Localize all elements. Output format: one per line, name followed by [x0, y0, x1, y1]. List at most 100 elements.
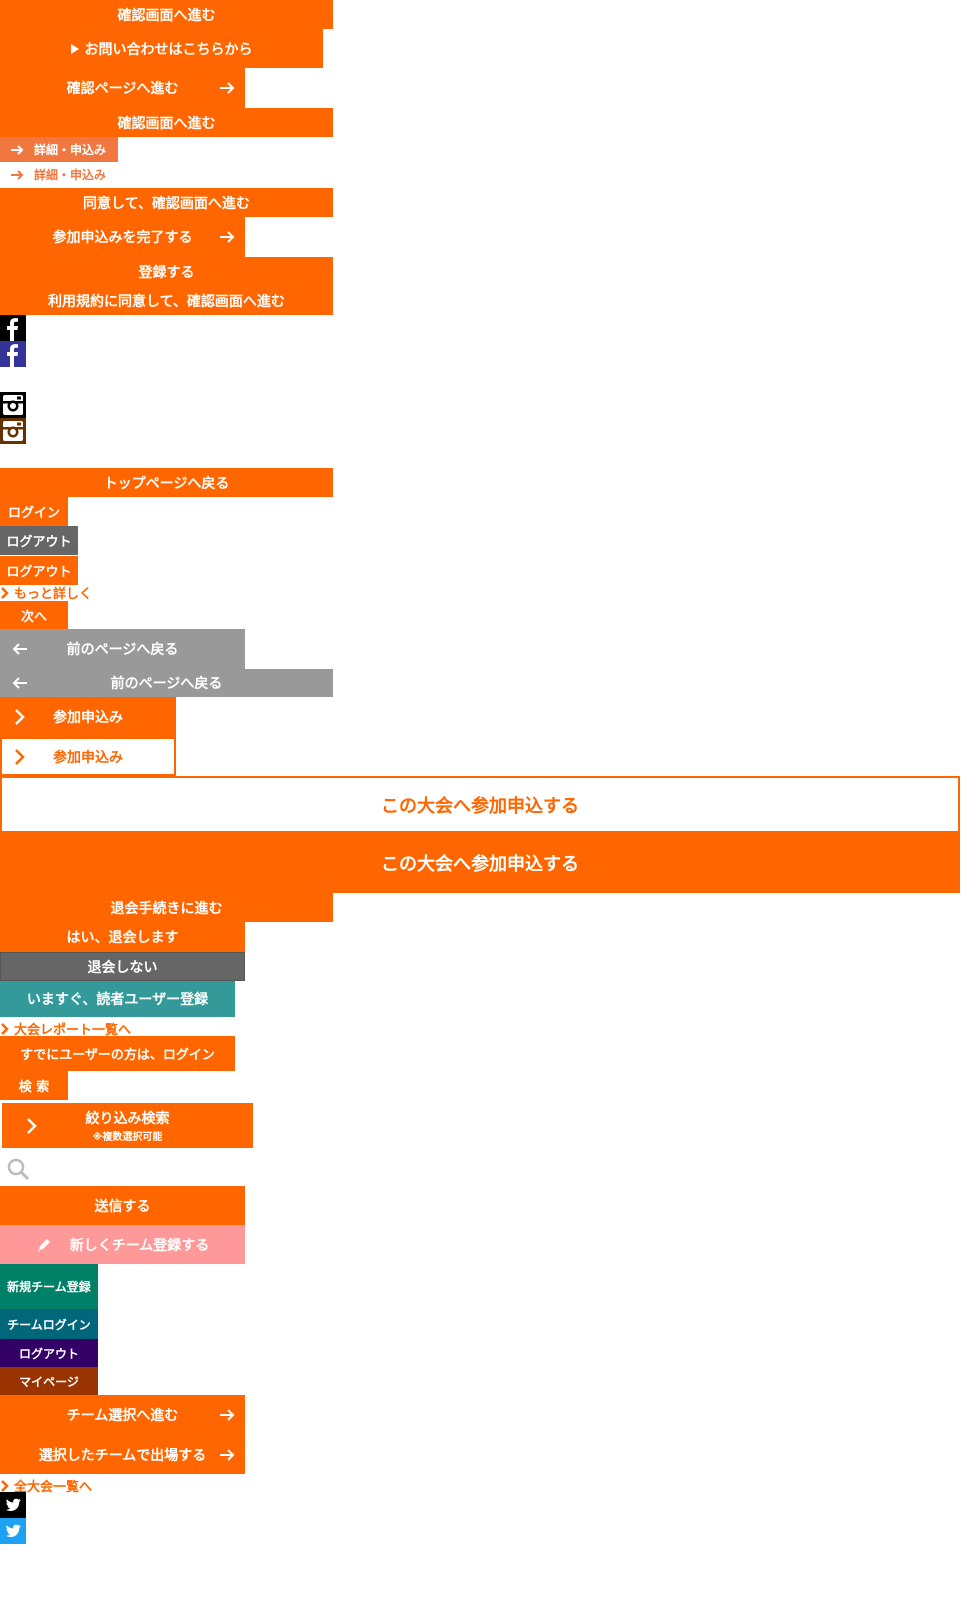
- back-to-top-button[interactable]: トップページへ戻る: [0, 468, 333, 497]
- button-label: はい、退会します: [66, 930, 179, 946]
- arrow-right-icon: [220, 231, 235, 243]
- confirm-screen-button-1[interactable]: 確認画面へ進む: [0, 0, 333, 29]
- button-label: チーム選択へ進む: [66, 1408, 179, 1424]
- register-button[interactable]: 登録する: [0, 257, 333, 286]
- twitter-icon[interactable]: [0, 1518, 26, 1544]
- apply-button-outline[interactable]: 参加申込み: [0, 737, 176, 776]
- mypage-button[interactable]: マイページ: [0, 1367, 98, 1395]
- button-label: 参加申込みを完了する: [52, 230, 193, 246]
- button-label: 確認画面へ進む: [117, 115, 216, 132]
- withdraw-no-button[interactable]: 退会しない: [0, 952, 245, 981]
- button-label: 次へ: [20, 609, 47, 625]
- logout-button-orange[interactable]: ログアウト: [0, 556, 78, 585]
- terms-agree-button[interactable]: 利用規約に同意して、確認画面へ進む: [0, 286, 333, 315]
- login-button[interactable]: ログイン: [0, 497, 68, 526]
- button-label: 絞り込み検索: [85, 1111, 170, 1127]
- button-label: お問い合わせはこちらから: [84, 41, 253, 58]
- report-list-link[interactable]: 大会レポート一覧へ: [0, 1020, 140, 1038]
- confirm-page-button[interactable]: 確認ページへ進む: [0, 68, 245, 108]
- button-label: トップページへ戻る: [103, 475, 230, 492]
- logout-button-purple[interactable]: ログアウト: [0, 1339, 98, 1367]
- arrow-right-icon: [11, 144, 24, 155]
- existing-login-button[interactable]: すでにユーザーの方は、ログイン: [0, 1036, 235, 1071]
- button-label: チームログイン: [7, 1317, 91, 1332]
- button-label: 利用規約に同意して、確認画面へ進む: [48, 293, 285, 310]
- link-label: 全大会一覧へ: [14, 1480, 93, 1495]
- button-label: 参加申込み: [53, 749, 123, 766]
- link-label: 大会レポート一覧へ: [14, 1023, 132, 1038]
- more-detail-link[interactable]: もっと詳しく: [0, 584, 100, 602]
- button-label: 詳細・申込み: [34, 168, 107, 182]
- twitter-icon[interactable]: [0, 1492, 26, 1518]
- prev-page-button-2[interactable]: 前のページへ戻る: [0, 669, 333, 697]
- chevron-right-icon: [1, 1479, 9, 1492]
- detail-apply-link[interactable]: 詳細・申込み: [0, 162, 118, 187]
- button-label: ログアウト: [6, 535, 72, 550]
- send-button[interactable]: 送信する: [0, 1186, 245, 1225]
- next-button[interactable]: 次へ: [0, 601, 68, 629]
- tournament-apply-outline-button[interactable]: この大会へ参加申込する: [0, 776, 960, 833]
- button-label: この大会へ参加申込する: [381, 795, 579, 817]
- button-label: 退会しない: [87, 959, 158, 976]
- chevron-right-icon: [15, 749, 25, 765]
- prev-page-button-1[interactable]: 前のページへ戻る: [0, 629, 245, 669]
- pencil-icon: [37, 1238, 50, 1252]
- button-label: 前のページへ戻る: [110, 676, 223, 692]
- search-button[interactable]: 検 索: [0, 1071, 68, 1100]
- button-label: いますぐ、読者ユーザー登録: [26, 992, 209, 1008]
- facebook-icon[interactable]: [0, 315, 26, 341]
- button-label: ログアウト: [6, 565, 72, 580]
- apply-button-filled[interactable]: 参加申込み: [0, 697, 176, 737]
- button-label: 参加申込み: [53, 710, 123, 726]
- withdraw-proceed-button[interactable]: 退会手続きに進む: [0, 893, 333, 922]
- chevron-right-icon: [1, 1022, 9, 1035]
- button-label: 同意して、確認画面へ進む: [83, 195, 250, 212]
- button-label: 前のページへ戻る: [66, 642, 179, 658]
- tournament-apply-filled-button[interactable]: この大会へ参加申込する: [0, 833, 960, 893]
- arrow-right-icon: [220, 1448, 235, 1461]
- instagram-icon[interactable]: [0, 392, 26, 418]
- filter-search-button[interactable]: 絞り込み検索 ※複数選択可能: [2, 1103, 253, 1148]
- button-label: 確認ページへ進む: [66, 81, 179, 97]
- complete-apply-button[interactable]: 参加申込みを完了する: [0, 217, 245, 257]
- arrow-left-icon: [12, 677, 27, 689]
- button-label: 詳細・申込み: [34, 143, 107, 157]
- detail-apply-button-1[interactable]: 詳細・申込み: [0, 137, 118, 162]
- button-label: 検 索: [18, 1080, 50, 1095]
- new-team-reg-button[interactable]: 新規チーム登録: [0, 1264, 98, 1309]
- new-team-register-button[interactable]: 新しくチーム登録する: [0, 1225, 245, 1264]
- search-icon[interactable]: [6, 1157, 30, 1181]
- team-select-button[interactable]: チーム選択へ進む: [0, 1395, 245, 1435]
- chevron-right-icon: [27, 1118, 37, 1134]
- chevron-right-icon: [1, 586, 9, 599]
- button-label: すでにユーザーの方は、ログイン: [20, 1048, 215, 1063]
- logout-button-gray[interactable]: ログアウト: [0, 526, 78, 555]
- button-label: この大会へ参加申込する: [381, 854, 579, 875]
- button-label: 新しくチーム登録する: [69, 1237, 210, 1254]
- confirm-screen-button-2[interactable]: 確認画面へ進む: [0, 108, 333, 137]
- triangle-right-icon: [70, 43, 79, 54]
- chevron-right-icon: [15, 709, 25, 725]
- withdraw-yes-button[interactable]: はい、退会します: [0, 922, 245, 952]
- agree-confirm-button[interactable]: 同意して、確認画面へ進む: [0, 188, 333, 217]
- facebook-icon[interactable]: [0, 341, 26, 367]
- button-label: 新規チーム登録: [7, 1280, 91, 1294]
- all-tournaments-link[interactable]: 全大会一覧へ: [0, 1477, 120, 1495]
- team-enter-button[interactable]: 選択したチームで出場する: [0, 1435, 245, 1474]
- button-label: 登録する: [138, 264, 195, 281]
- arrow-right-icon: [220, 1409, 235, 1421]
- contact-button[interactable]: お問い合わせはこちらから: [0, 29, 323, 68]
- arrow-right-icon: [220, 82, 235, 94]
- team-login-button[interactable]: チームログイン: [0, 1309, 98, 1339]
- button-label: 確認画面へ進む: [117, 7, 216, 24]
- button-label: ログアウト: [18, 1346, 79, 1361]
- arrow-left-icon: [12, 643, 27, 655]
- instagram-icon[interactable]: [0, 418, 26, 444]
- arrow-right-icon: [11, 169, 24, 180]
- button-label: マイページ: [19, 1374, 79, 1389]
- button-label: ログイン: [7, 506, 60, 521]
- reader-register-button[interactable]: いますぐ、読者ユーザー登録: [0, 981, 235, 1017]
- link-label: もっと詳しく: [14, 587, 93, 602]
- button-label: 送信する: [94, 1198, 151, 1215]
- button-note: ※複数選択可能: [92, 1132, 163, 1143]
